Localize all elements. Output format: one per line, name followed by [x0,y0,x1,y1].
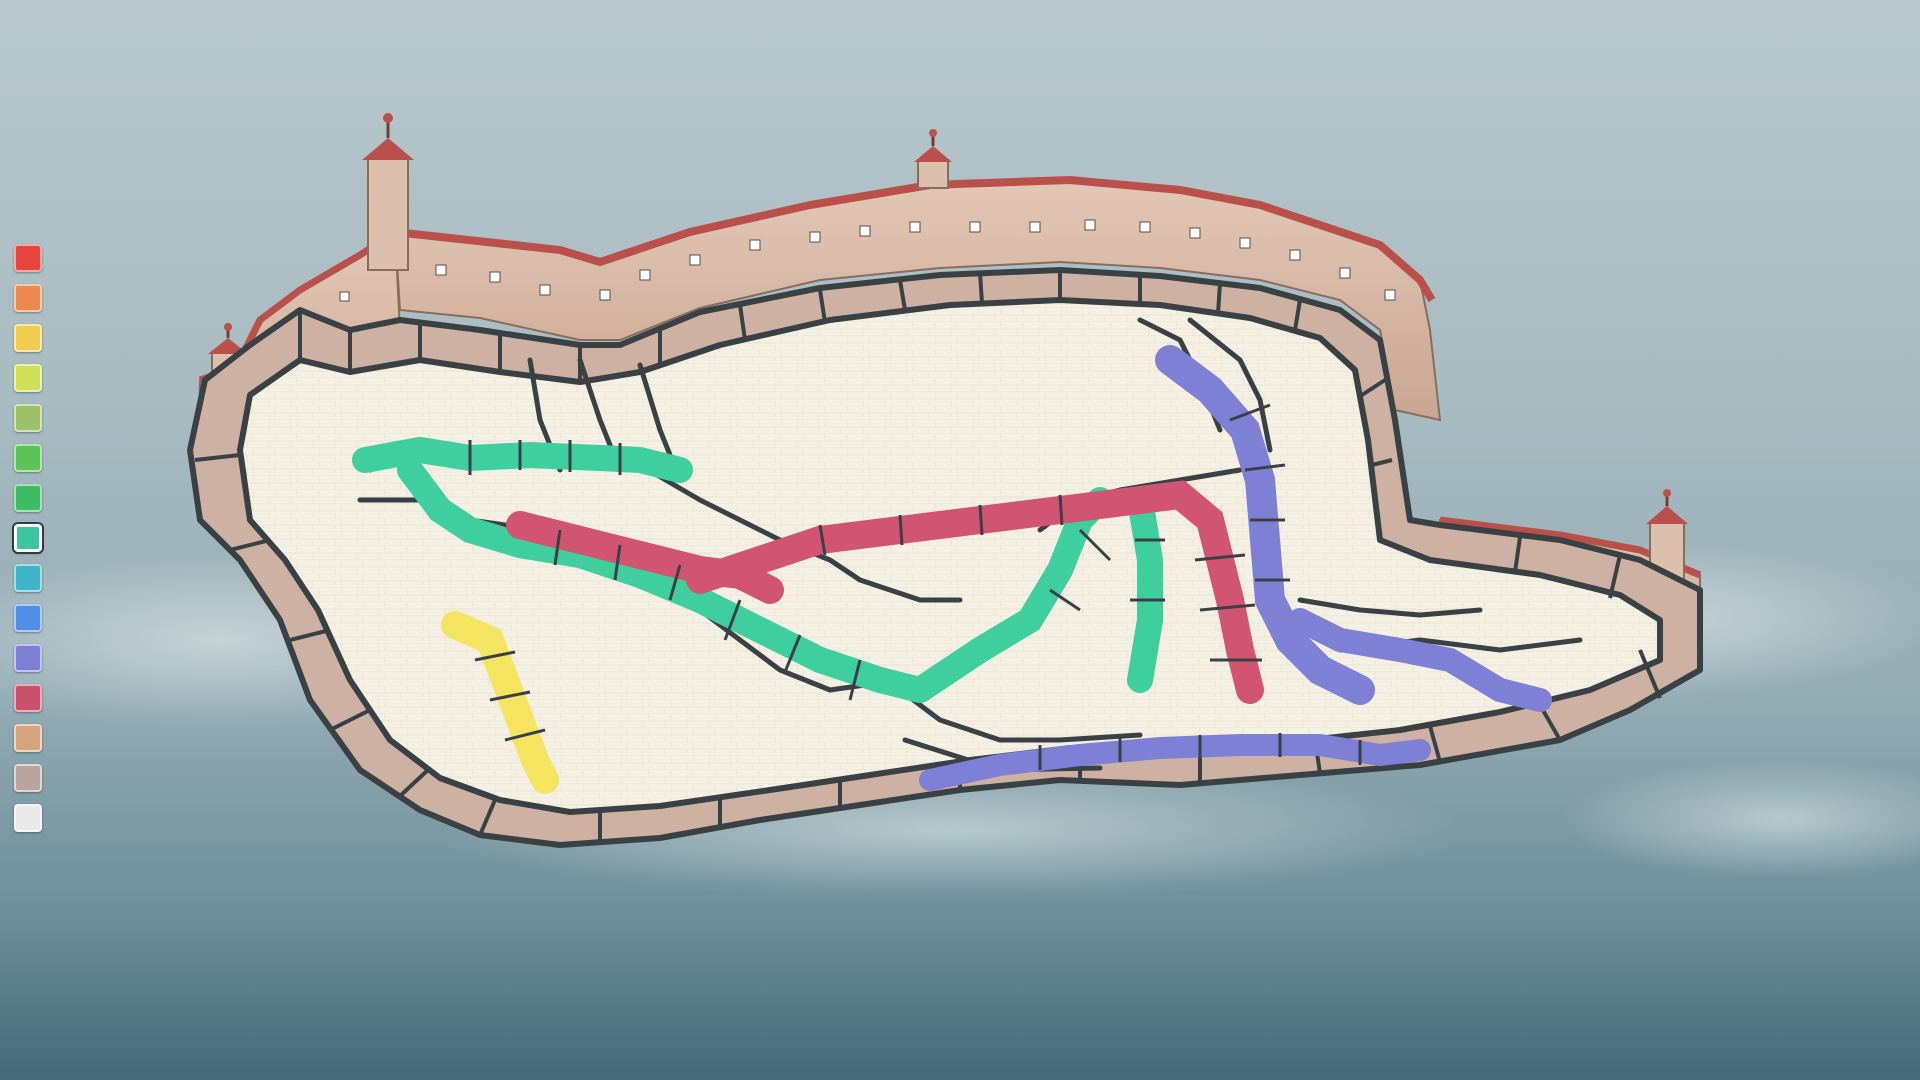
crimson-path[interactable] [506,480,1264,704]
color-swatch-cyan[interactable] [14,564,42,592]
color-swatch-white[interactable] [14,804,42,832]
color-swatch-yellow[interactable] [14,324,42,352]
color-swatch-orange[interactable] [14,284,42,312]
yellow-path[interactable] [441,611,559,794]
color-swatch-crimson[interactable] [14,684,42,712]
color-swatch-olive-green[interactable] [14,404,42,432]
color-swatch-lime[interactable] [14,364,42,392]
color-swatch-emerald[interactable] [14,484,42,512]
mosaic-grout [468,403,1362,770]
color-swatch-red[interactable] [14,244,42,272]
color-swatch-blue[interactable] [14,604,42,632]
color-swatch-green[interactable] [14,444,42,472]
island-floor[interactable] [187,267,1703,848]
color-palette [14,244,46,844]
color-swatch-tan[interactable] [14,724,42,752]
color-swatch-taupe[interactable] [14,764,42,792]
color-swatch-periwinkle[interactable] [14,644,42,672]
color-swatch-mint[interactable] [14,524,42,552]
